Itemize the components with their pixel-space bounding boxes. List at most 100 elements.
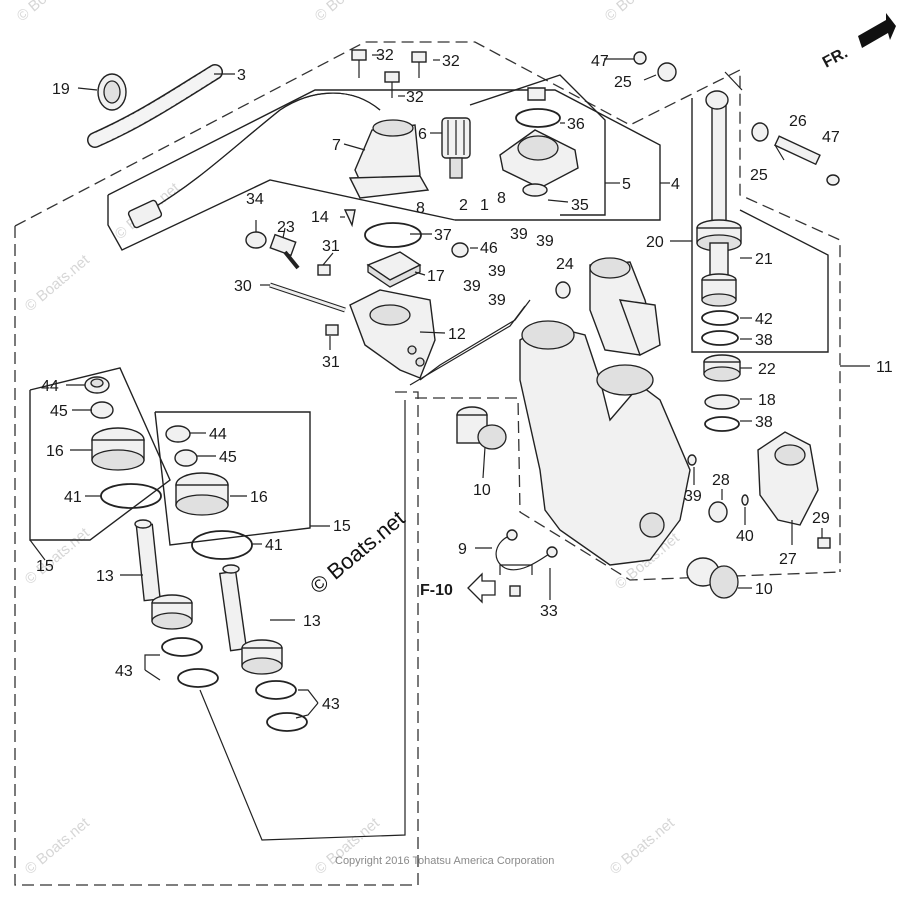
- watermark: © Boats.net: [312, 814, 384, 878]
- callout-47: 47: [591, 53, 609, 70]
- watermark: © Boats.net: [607, 814, 679, 878]
- clip-14: [343, 209, 356, 228]
- cap-45b: [174, 449, 198, 467]
- leader-lines: [66, 54, 823, 621]
- bracket-15-right: [154, 411, 311, 546]
- grommet-part: [97, 73, 127, 111]
- callout-39: 39: [536, 233, 554, 250]
- watermark: © Boats.net: [14, 0, 86, 25]
- callout-15: 15: [36, 558, 54, 575]
- group-brackets: [29, 74, 870, 841]
- oring-38b: [704, 416, 740, 432]
- rod-13b: [218, 564, 283, 675]
- screw-31b: [325, 324, 339, 336]
- callout-2: 2: [459, 197, 468, 214]
- plug-28: [708, 501, 728, 523]
- oring-42: [701, 310, 739, 326]
- copyright-text: Copyright 2016 Tohatsu America Corporati…: [335, 855, 554, 867]
- base-plate-part: [499, 129, 579, 197]
- pin-26: [774, 135, 821, 166]
- callout-42: 42: [755, 311, 773, 328]
- bracket-43-left-b: [144, 669, 161, 681]
- callout-16: 16: [46, 443, 64, 460]
- callout-32: 32: [376, 47, 394, 64]
- callout-35: 35: [571, 197, 589, 214]
- callout-9: 9: [458, 541, 467, 558]
- callout-39: 39: [488, 263, 506, 280]
- callout-29: 29: [812, 510, 830, 527]
- wire-harness-part: [149, 92, 381, 211]
- watermark-main: © Boats.net: [305, 506, 409, 599]
- callout-32: 32: [406, 89, 424, 106]
- plug-24: [555, 281, 571, 299]
- tilt-rod-part: [696, 90, 742, 307]
- callout-20: 20: [646, 234, 664, 251]
- callout-31: 31: [322, 238, 340, 255]
- callout-25: 25: [614, 74, 632, 91]
- callout-41: 41: [265, 537, 283, 554]
- callout-39: 39: [463, 278, 481, 295]
- connector-part: [127, 199, 163, 229]
- oring-41a: [100, 483, 162, 509]
- double-line: [419, 299, 531, 381]
- callout-12: 12: [448, 326, 466, 343]
- sensor-part: [441, 117, 471, 179]
- watermark: © Boats.net: [312, 0, 384, 25]
- callout-15: 15: [333, 518, 351, 535]
- callout-1: 1: [480, 197, 489, 214]
- rod-13a: [134, 519, 193, 630]
- bracket-15-left: [29, 367, 171, 541]
- bracket-43-right-b: [295, 702, 319, 719]
- bracket-20: [691, 98, 829, 353]
- callout-3: 3: [237, 67, 246, 84]
- callout-33: 33: [540, 603, 558, 620]
- nut-47: [826, 174, 840, 186]
- callout-45: 45: [50, 403, 68, 420]
- callout-8: 8: [416, 200, 425, 217]
- callout-46: 46: [480, 240, 498, 257]
- callout-14: 14: [311, 209, 329, 226]
- ring-43b: [177, 668, 219, 688]
- ground-wire-9: [495, 534, 553, 571]
- callout-22: 22: [758, 361, 776, 378]
- callout-23: 23: [277, 219, 295, 236]
- washer-40: [741, 494, 749, 506]
- bushing-10b: [686, 557, 739, 599]
- callout-26: 26: [789, 113, 807, 130]
- callout-25: 25: [750, 167, 768, 184]
- sender-housing-part: [348, 119, 430, 199]
- ball-39: [687, 454, 697, 466]
- ring-43c: [255, 680, 297, 700]
- callout-45: 45: [219, 449, 237, 466]
- front-direction-label: FR.: [820, 44, 851, 71]
- ring-18: [704, 394, 740, 410]
- bracket-43-right: [298, 689, 319, 704]
- reference-label: F-10: [420, 582, 453, 599]
- callout-39: 39: [510, 226, 528, 243]
- plug-part: [527, 87, 546, 101]
- bushing-10a: [456, 406, 507, 450]
- callout-8: 8: [497, 190, 506, 207]
- callout-4: 4: [671, 176, 680, 193]
- screw-31: [317, 264, 331, 276]
- oring-36: [515, 108, 561, 128]
- cap-44b: [165, 425, 191, 443]
- watermark: © Boats.net: [602, 0, 674, 25]
- callout-10: 10: [755, 581, 773, 598]
- callout-30: 30: [234, 278, 252, 295]
- left-assembly-outline: [14, 226, 419, 886]
- callout-32: 32: [442, 53, 460, 70]
- bracket-4: [107, 89, 661, 221]
- cap-45a: [90, 401, 114, 419]
- callout-40: 40: [736, 528, 754, 545]
- main-assembly-outline: [14, 41, 841, 572]
- callout-24: 24: [556, 256, 574, 273]
- piston-22: [703, 354, 741, 382]
- head-16b: [175, 472, 229, 516]
- bracket-13-lower: [199, 400, 406, 841]
- callout-44: 44: [209, 426, 227, 443]
- cap-44a: [84, 376, 110, 394]
- screws-32: [351, 49, 427, 98]
- callout-13: 13: [303, 613, 321, 630]
